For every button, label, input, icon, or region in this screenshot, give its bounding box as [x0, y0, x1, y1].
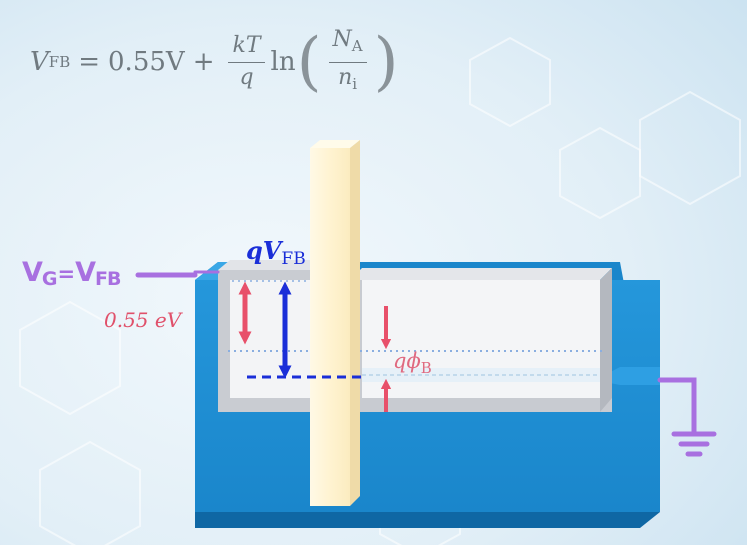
eq-right-paren: ) — [373, 25, 399, 99]
qphib-subscript: B — [420, 359, 432, 377]
eq-log: ln — [270, 47, 296, 77]
eq-lhs-symbol: V — [30, 47, 49, 77]
eq-inner-num-symbol: N — [332, 27, 352, 52]
eq-doping-fraction: NA ni — [328, 26, 367, 98]
eq-numerator: kT — [228, 32, 265, 63]
gate-voltage-label: VG=VFB — [22, 257, 122, 290]
qphib-main: qϕ — [393, 349, 421, 373]
background-hexagon-pattern — [19, 36, 741, 545]
gate-wire — [135, 270, 220, 278]
oxide-layer — [310, 140, 360, 506]
semiconductor-region-box — [350, 268, 612, 412]
vg-symbol: V — [22, 257, 43, 288]
vfb-subscript: FB — [95, 268, 121, 290]
qvfb-subscript: FB — [281, 249, 306, 269]
eq-lhs-subscript: FB — [48, 53, 71, 71]
ground-icon — [657, 377, 717, 457]
eq-inner-den-subscript: i — [352, 75, 358, 93]
fermi-potential-label: qϕB — [393, 349, 432, 377]
gate-region-box — [218, 260, 312, 412]
vg-subscript: G — [41, 268, 58, 290]
eq-denominator: q — [239, 65, 254, 90]
qvfb-main: qV — [246, 236, 282, 265]
vfb-symbol: V — [75, 257, 96, 288]
eq-equals: = — [78, 47, 101, 77]
eq-constant: 0.55V — [108, 47, 185, 77]
eq-left-paren: ( — [296, 25, 322, 99]
eq-inner-den-symbol: n — [338, 65, 353, 90]
vg-equals: = — [57, 262, 76, 286]
eq-plus: + — [192, 47, 215, 77]
barrier-energy-label: 0.55 eV — [104, 308, 182, 332]
eq-inner-num-subscript: A — [351, 37, 363, 55]
flatband-energy-label: qVFB — [246, 236, 306, 269]
eq-thermal-fraction: kT q — [228, 32, 265, 92]
